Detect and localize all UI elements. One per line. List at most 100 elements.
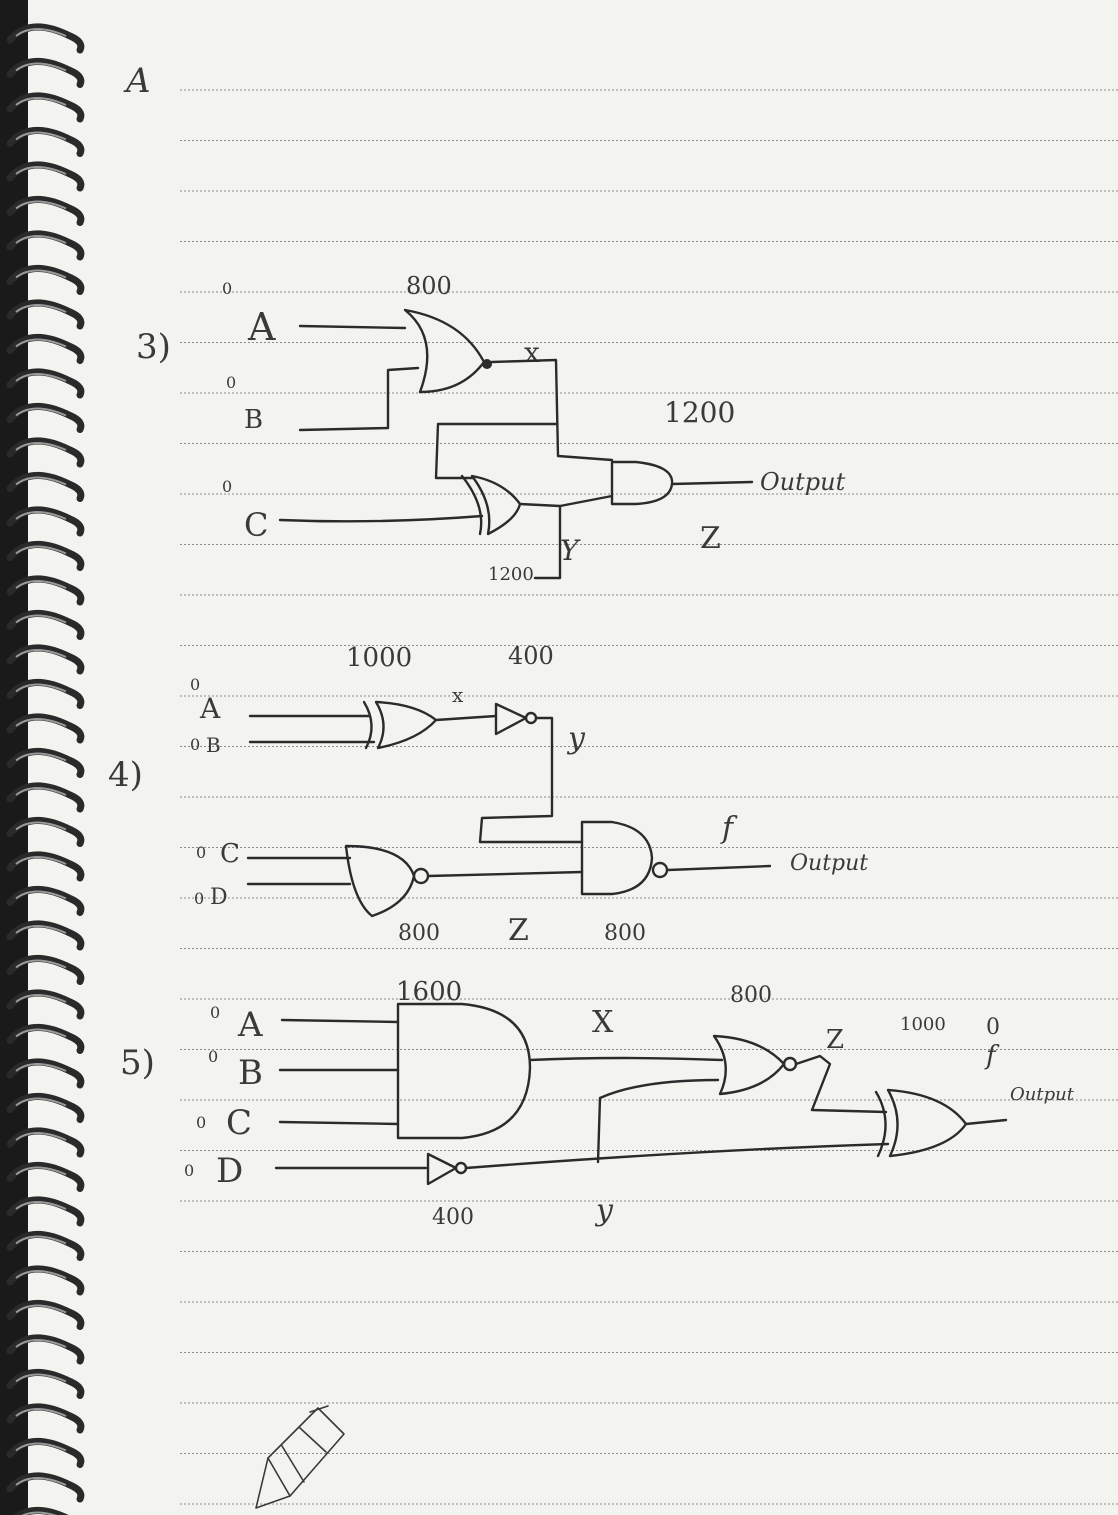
spiral-ring	[6, 885, 85, 916]
problem-3-circuit: 3) 0 A 0 B 0 C 800 x 1200 Y 1200 Z Outpu…	[136, 272, 846, 585]
spiral-ring-highlight	[15, 683, 67, 693]
input-a-label: A	[237, 1005, 263, 1045]
spiral-ring-highlight	[15, 821, 67, 831]
spiral-ring-highlight	[15, 925, 67, 934]
spiral-ring-highlight	[15, 1063, 67, 1072]
xor-gate-back	[874, 1090, 887, 1158]
wire-x-label: x	[524, 336, 540, 369]
wire-x-label: x	[452, 683, 464, 707]
wire-x	[434, 714, 498, 722]
problem-5-number: 5)	[120, 1043, 155, 1083]
wire-y	[464, 1142, 890, 1170]
xor-gate	[470, 474, 522, 536]
wire-x-label: X	[592, 1005, 614, 1040]
spiral-ring-highlight	[15, 235, 67, 244]
wire-y-label: y	[566, 721, 586, 756]
spiral-ring-highlight	[15, 1373, 67, 1383]
pencil-doodle	[255, 1405, 345, 1509]
and-gate-4-input	[396, 1002, 532, 1140]
spiral-ring-highlight	[15, 787, 67, 796]
spiral-ring	[6, 575, 85, 606]
spiral-ring-highlight	[15, 476, 67, 486]
xor-delay: 1000	[900, 1014, 946, 1035]
spiral-ring-highlight	[15, 649, 67, 658]
not-delay: 400	[432, 1205, 474, 1230]
wire-c	[278, 1120, 400, 1126]
spiral-ring	[6, 747, 85, 778]
spiral-ring-highlight	[15, 1235, 67, 1245]
spiral-ring-highlight	[15, 1408, 67, 1417]
gate-2-delay: 800	[398, 921, 440, 946]
spiral-ring-highlight	[15, 752, 67, 762]
spiral-ring-highlight	[15, 614, 67, 624]
problem-3-number: 3)	[136, 327, 171, 367]
input-a-value: 0	[190, 675, 200, 694]
input-c-label: C	[226, 1103, 252, 1143]
spiral-ring-highlight	[15, 718, 67, 727]
wire-x	[528, 1056, 724, 1062]
wire-x-branch	[434, 422, 558, 480]
spiral-ring	[6, 471, 85, 502]
spiral-ring-highlight	[15, 1477, 67, 1486]
input-b-value: 0	[226, 373, 236, 392]
wire-y-to-and	[558, 494, 614, 508]
spiral-ring	[6, 678, 85, 709]
wire-a	[280, 1018, 400, 1024]
spiral-ring	[6, 1437, 85, 1468]
not-gate	[494, 702, 528, 736]
input-c-value: 0	[196, 843, 206, 862]
input-a-label: A	[199, 692, 221, 725]
spiral-ring	[6, 195, 85, 226]
wire-z-label: Z	[508, 913, 529, 948]
header-letter: A	[123, 61, 151, 101]
spiral-ring-highlight	[15, 959, 67, 969]
spiral-ring-highlight	[15, 269, 67, 279]
spiral-ring-highlight	[15, 1201, 67, 1210]
spiral-ring	[6, 506, 85, 537]
input-b-value: 0	[208, 1047, 218, 1066]
wire-a	[298, 324, 407, 330]
spiral-ring	[6, 954, 85, 985]
input-a-value: 0	[210, 1003, 220, 1022]
xor-gate	[374, 700, 438, 750]
spiral-ring	[6, 989, 85, 1020]
gate-1-delay: 800	[406, 272, 452, 300]
input-c-value: 0	[222, 477, 232, 496]
output-wire	[666, 864, 772, 872]
wire-y-branch	[596, 1078, 720, 1164]
spiral-ring-highlight	[15, 1270, 67, 1279]
input-d-label: D	[216, 1151, 243, 1191]
input-b-label: B	[244, 405, 263, 435]
not-delay: 400	[508, 642, 554, 670]
spiral-ring-highlight	[15, 1442, 67, 1452]
input-d-label: D	[210, 885, 228, 910]
wire-y-label: y	[594, 1193, 614, 1228]
xor-gate-back	[460, 474, 483, 536]
spiral-ring	[6, 713, 85, 744]
spiral-ring	[6, 264, 85, 295]
wire-b	[298, 366, 420, 432]
spiral-ring	[6, 782, 85, 813]
spiral-ring	[6, 1092, 85, 1123]
output-wire	[670, 480, 754, 486]
spiral-ring	[6, 57, 85, 88]
problem-4-circuit: 4) 0 A 0 B 0 C 0 D 1000 x 400 y 800 Z	[108, 642, 868, 948]
output-label: Output	[1010, 1084, 1075, 1105]
spiral-ring	[6, 1161, 85, 1192]
spiral-ring-highlight	[15, 1097, 67, 1107]
spiral-ring-highlight	[15, 338, 67, 348]
gate-1-delay: 1000	[346, 643, 412, 673]
spiral-ring	[6, 1368, 85, 1399]
spiral-ring-highlight	[15, 890, 67, 900]
spiral-ring-highlight	[15, 97, 67, 106]
nor-gate	[712, 1034, 786, 1096]
spiral-ring	[6, 1299, 85, 1330]
wire-c	[278, 514, 484, 523]
xor-gate-back	[362, 700, 373, 750]
spiral-ring	[6, 1196, 85, 1227]
spiral-ring-highlight	[15, 131, 67, 141]
spiral-ring	[6, 161, 85, 192]
output-label: Output	[790, 851, 868, 876]
spiral-ring	[6, 23, 85, 54]
spiral-ring-highlight	[15, 200, 67, 210]
